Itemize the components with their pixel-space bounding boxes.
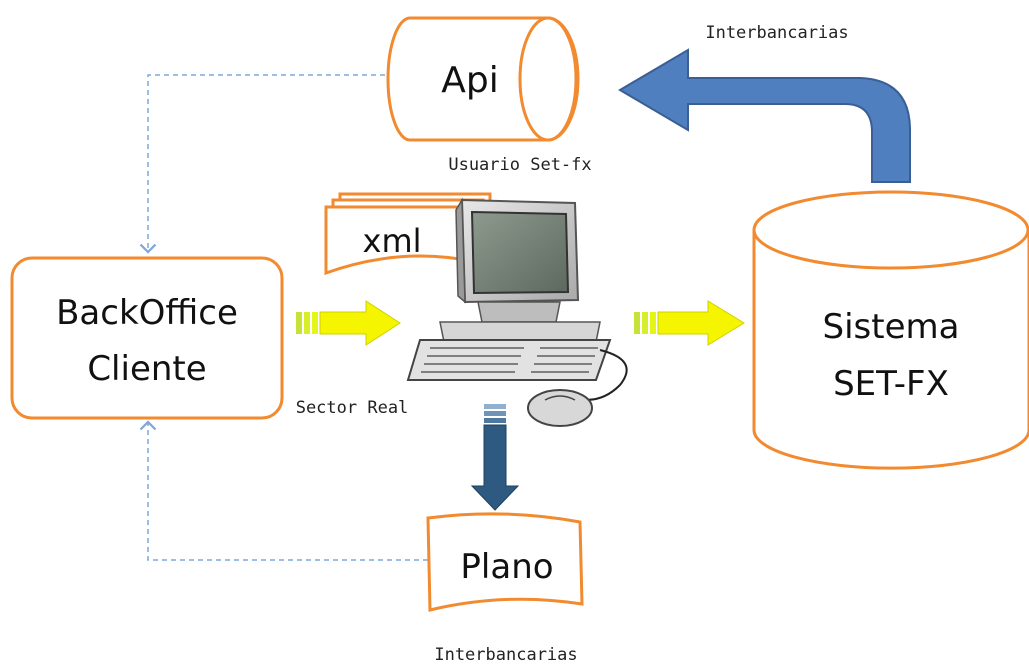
api-label: Api	[441, 60, 498, 101]
backoffice-label-line1: BackOffice	[56, 293, 238, 333]
plano-document: Plano	[426, 512, 584, 612]
dashed-connector-api-to-backoffice	[139, 74, 385, 254]
sistema-setfx-cylinder: Sistema SET-FX	[752, 190, 1029, 470]
dark-blue-arrow-down	[470, 404, 520, 511]
xml-label: xml	[363, 222, 422, 260]
caption-usuario-setfx: Usuario Set-fx	[448, 155, 591, 175]
caption-interbancarias-top: Interbancarias	[705, 23, 848, 43]
sistema-label-line1: Sistema	[823, 307, 960, 347]
sistema-label-line2: SET-FX	[833, 364, 949, 404]
yellow-arrow-right	[634, 300, 745, 346]
plano-label: Plano	[460, 547, 553, 587]
backoffice-cliente-box: BackOffice Cliente	[10, 256, 284, 420]
backoffice-label-line2: Cliente	[87, 349, 206, 389]
xml-document: xml	[324, 192, 492, 276]
yellow-arrow-left	[296, 300, 401, 346]
dashed-connector-plano-to-backoffice	[139, 420, 428, 561]
caption-sector-real: Sector Real	[296, 398, 409, 418]
api-cylinder: Api	[386, 16, 580, 142]
caption-interbancarias-bottom: Interbancarias	[434, 645, 577, 665]
blue-curved-arrow	[618, 48, 911, 183]
computer-icon	[406, 197, 628, 427]
